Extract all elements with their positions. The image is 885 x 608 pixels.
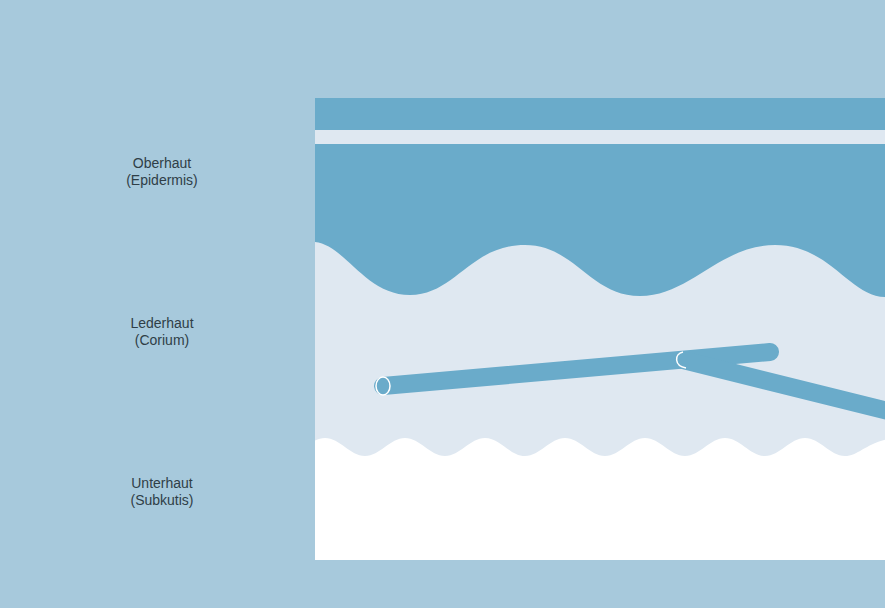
vessel-end <box>376 377 390 395</box>
layer-label: Oberhaut (Epidermis) <box>114 155 210 189</box>
vessel-junction <box>677 352 686 368</box>
layer-label: Lederhaut (Corium) <box>114 315 210 349</box>
blood-vessel <box>683 360 885 414</box>
layer-label: Unterhaut (Subkutis) <box>114 475 210 509</box>
epidermis-layer <box>315 144 885 297</box>
thin-layer <box>315 130 885 144</box>
horn-layer <box>315 98 885 130</box>
